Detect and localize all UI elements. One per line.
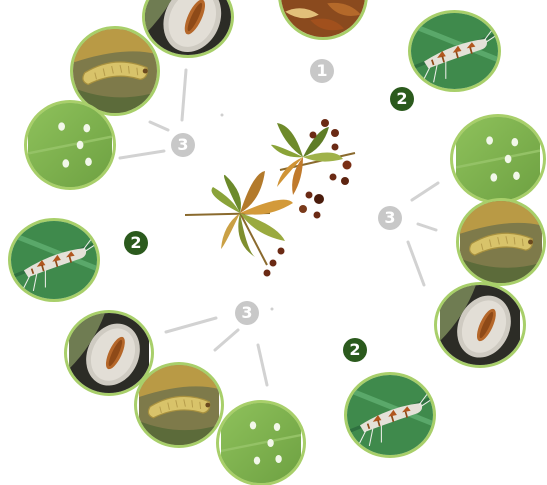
connector-line	[412, 183, 438, 200]
larva-in-mine-icon	[73, 29, 157, 113]
connector-line	[408, 242, 424, 285]
connector-line	[166, 318, 216, 332]
larva-in-mine-icon	[459, 201, 543, 283]
connector-line	[150, 122, 168, 130]
lower-leaf-cluster	[185, 171, 293, 265]
stage-image-moth-left	[8, 218, 100, 302]
larva-in-mine-icon	[137, 365, 221, 445]
dot	[271, 308, 274, 311]
stage-image-pupa-right	[434, 282, 526, 368]
adult-moth-icon	[411, 13, 498, 89]
pupa-cocoon-icon	[67, 313, 151, 393]
eggs-on-leaf-icon	[219, 403, 303, 483]
stage-image-eggs-right	[450, 114, 546, 204]
stage-number-3-bottom: 3	[235, 301, 259, 325]
adult-moth-icon	[347, 375, 433, 455]
stage-number-1: 1	[310, 59, 334, 83]
stage-number-2-left: 2	[124, 231, 148, 255]
stage-image-larva-right	[456, 198, 546, 286]
connector-line	[182, 70, 186, 120]
eggs-on-leaf-icon	[27, 103, 113, 187]
eggs-on-leaf-icon	[453, 117, 543, 201]
stage-image-moth-bottom-right	[344, 372, 436, 458]
pupa-cocoon-icon	[145, 0, 231, 55]
stage-number-2-top-right: 2	[390, 87, 414, 111]
connector-line	[418, 224, 436, 230]
stage-image-moth-top-right	[408, 10, 501, 92]
chestnut-seeds	[264, 119, 352, 277]
adult-moth-icon	[11, 221, 97, 299]
connector-line	[258, 345, 267, 385]
connector-line	[120, 151, 164, 158]
stage-image-eggs-bottom	[216, 400, 306, 485]
stage-number-3-upper-left: 3	[171, 133, 195, 157]
connector-line	[215, 330, 238, 350]
chestnut-leaves-and-seeds-icon	[185, 115, 365, 285]
pupa-cocoon-icon	[437, 285, 523, 365]
stage-number-2-bottom-right: 2	[343, 338, 367, 362]
stage-image-eggs-upper-left	[24, 100, 116, 190]
stage-image-larva-bottom	[134, 362, 224, 448]
stage-number-3-right: 3	[378, 206, 402, 230]
